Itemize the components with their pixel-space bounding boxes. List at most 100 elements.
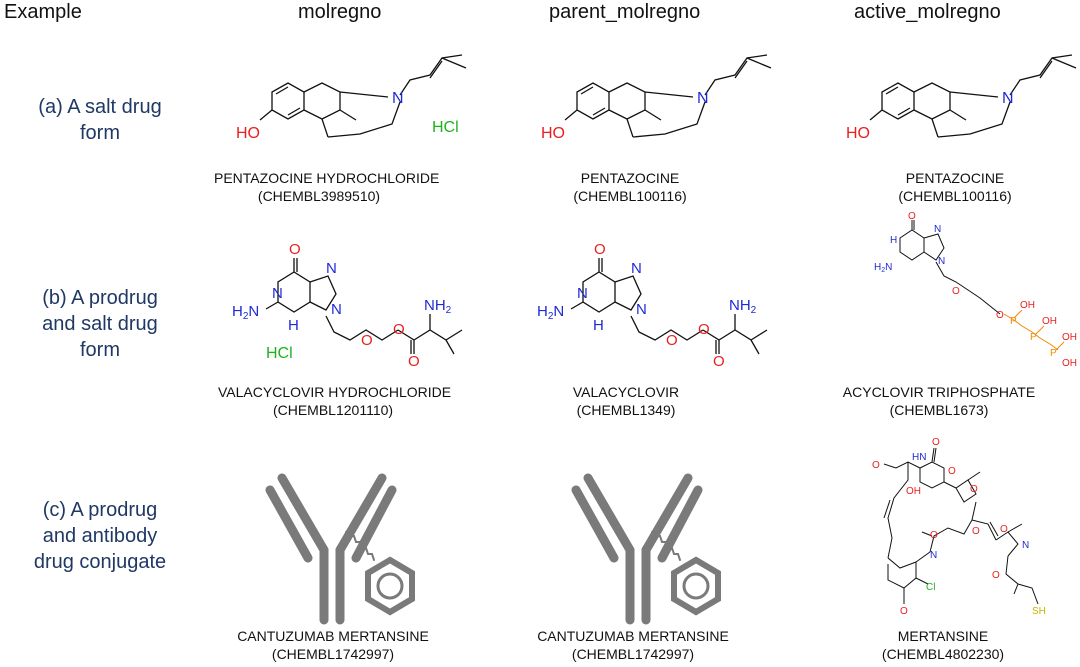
ester-oxygen: O [972, 526, 980, 537]
hcl-salt-label: HCl [266, 345, 293, 362]
aryl-methoxy-oxygen: O [900, 606, 908, 617]
caption-valacyclovir-parent: VALACYCLOVIR (CHEMBL1349) [566, 383, 686, 419]
phosphorus-3: P [1050, 348, 1057, 359]
compound-name: CANTUZUMAB MERTANSINE [537, 628, 729, 644]
ring-nitrogen: N [631, 260, 642, 277]
methoxy-oxygen: O [872, 460, 880, 471]
chlorine: Cl [926, 582, 935, 593]
epoxide-oxygen: O [970, 484, 978, 495]
acyl-oxygen: O [992, 570, 1000, 581]
hydroxyl-label: HO [236, 125, 260, 142]
nitrogen-label: N [392, 90, 404, 107]
compound-name: PENTAZOCINE [905, 170, 1005, 186]
ring-nitrogen: N [577, 285, 588, 302]
caption-acyclovir-triphosphate: ACYCLOVIR TRIPHOSPHATE (CHEMBL1673) [834, 383, 1044, 419]
carbonyl-oxygen: O [289, 241, 301, 258]
ring-oxygen: O [948, 466, 956, 477]
ring-nitrogen: N [934, 224, 941, 235]
compound-name: PENTAZOCINE HYDROCHLORIDE [214, 170, 440, 186]
pentazocine-parent-structure: HO N [541, 54, 772, 142]
chembl-id: (CHEMBL100116) [898, 188, 1012, 204]
ring-nitrogen: N [636, 301, 647, 318]
antibody-drug-conjugate-icon [265, 473, 415, 625]
phosphate-oxygen: O [996, 310, 1004, 321]
antibody-drug-conjugate-icon [571, 473, 721, 625]
chembl-id: (CHEMBL4802230) [881, 646, 1005, 662]
ring-nh: H [890, 235, 897, 246]
hydroxyl-3: OH [1062, 332, 1077, 343]
hydroxyl-label: HO [541, 125, 565, 142]
methylamino-nitrogen: N [1022, 540, 1029, 551]
pentazocine-active-structure: HO N [846, 54, 1077, 142]
ring-nitrogen: N [938, 256, 945, 267]
chembl-id: (CHEMBL1349) [576, 402, 676, 418]
ring-nh: H [593, 317, 604, 334]
ether-oxygen: O [361, 332, 373, 349]
hcl-salt-label: HCl [432, 119, 459, 136]
hydroxyl-4: OH [1062, 358, 1077, 369]
header-molregno: molregno [298, 1, 382, 23]
ring-nh: H [288, 317, 299, 334]
row-label-salt-drug: (a) A salt drug form [38, 96, 162, 144]
ether-oxygen: O [952, 286, 960, 297]
nitrogen-label: N [697, 90, 709, 107]
amine-h2n: H2N [537, 303, 564, 322]
ester-carbonyl-oxygen: O [408, 353, 420, 370]
ester-oxygen: O [698, 321, 710, 338]
valacyclovir-parent-structure: O N N N H2N H O O O NH2 [537, 241, 768, 370]
compound-name: VALACYCLOVIR [572, 384, 680, 400]
chembl-id: (CHEMBL1201110) [272, 402, 394, 418]
phosphorus-2: P [1030, 332, 1037, 343]
compound-name: PENTAZOCINE [580, 170, 680, 186]
amide-nitrogen: N [930, 550, 937, 561]
nitrogen-label: N [1002, 90, 1014, 107]
pentazocine-hcl-structure: HO N HCl [236, 54, 467, 142]
chembl-id: (CHEMBL1742997) [571, 646, 695, 662]
hydroxyl-1: OH [1020, 300, 1035, 311]
compound-name: CANTUZUMAB MERTANSINE [237, 628, 429, 644]
caption-pentazocine-hcl: PENTAZOCINE HYDROCHLORIDE (CHEMBL3989510… [214, 169, 440, 205]
row-label-prodrug-salt: (b) A prodrug and salt drug form [42, 287, 158, 361]
hydroxyl-2: OH [1042, 316, 1057, 327]
ring-nitrogen: N [331, 301, 342, 318]
carbonyl-oxygen: O [908, 211, 916, 222]
chembl-id: (CHEMBL1673) [889, 402, 989, 418]
ester-carbonyl-oxygen: O [1000, 524, 1008, 535]
amine-h2n: H2N [874, 262, 892, 274]
compound-name: VALACYCLOVIR HYDROCHLORIDE [218, 384, 452, 400]
caption-mertansine: MERTANSINE (CHEMBL4802230) [868, 627, 1018, 663]
header-parent-molregno: parent_molregno [549, 1, 701, 23]
thiol: SH [1032, 606, 1046, 617]
amine-h2n: H2N [232, 303, 259, 322]
ester-carbonyl-oxygen: O [713, 353, 725, 370]
chembl-id: (CHEMBL100116) [573, 188, 687, 204]
carbonyl-oxygen: O [594, 241, 606, 258]
compound-name: MERTANSINE [897, 628, 989, 644]
caption-pentazocine-parent: PENTAZOCINE (CHEMBL100116) [555, 169, 705, 205]
row-label-prodrug-adc: (c) A prodrug and antibody drug conjugat… [33, 499, 167, 573]
ring-nitrogen: N [272, 285, 283, 302]
caption-pentazocine-active: PENTAZOCINE (CHEMBL100116) [880, 169, 1030, 205]
amide-oxygen: O [930, 530, 938, 541]
ring-nitrogen: N [326, 260, 337, 277]
chembl-id: (CHEMBL3989510) [257, 188, 381, 204]
ester-oxygen: O [393, 321, 405, 338]
hydroxyl-label: HO [846, 125, 870, 142]
ether-oxygen: O [666, 332, 678, 349]
amino-nh2: NH2 [424, 297, 452, 316]
caption-cantuzumab-mertansine: CANTUZUMAB MERTANSINE (CHEMBL1742997) [228, 627, 438, 663]
carbamate-oxygen: O [932, 437, 940, 448]
acyclovir-triphosphate-structure: O H N N H2N O O P OH P OH P OH OH [874, 211, 1077, 369]
compound-name: ACYCLOVIR TRIPHOSPHATE [842, 384, 1036, 400]
phosphorus-1: P [1010, 316, 1017, 327]
header-active-molregno: active_molregno [854, 1, 1001, 23]
hydroxyl: OH [906, 486, 921, 497]
amino-nh2: NH2 [729, 297, 757, 316]
header-example: Example [4, 1, 82, 23]
mertansine-structure: O O HN O OH O O N Cl O O O N O SH [872, 437, 1046, 617]
valacyclovir-hcl-structure: O N N N H2N H O O O NH2 HCl [232, 241, 463, 370]
caption-valacyclovir-hcl: VALACYCLOVIR HYDROCHLORIDE (CHEMBL120111… [218, 383, 452, 419]
caption-cantuzumab-mertansine: CANTUZUMAB MERTANSINE (CHEMBL1742997) [528, 627, 738, 663]
carbamate-nh: HN [912, 452, 926, 463]
chembl-id: (CHEMBL1742997) [271, 646, 395, 662]
